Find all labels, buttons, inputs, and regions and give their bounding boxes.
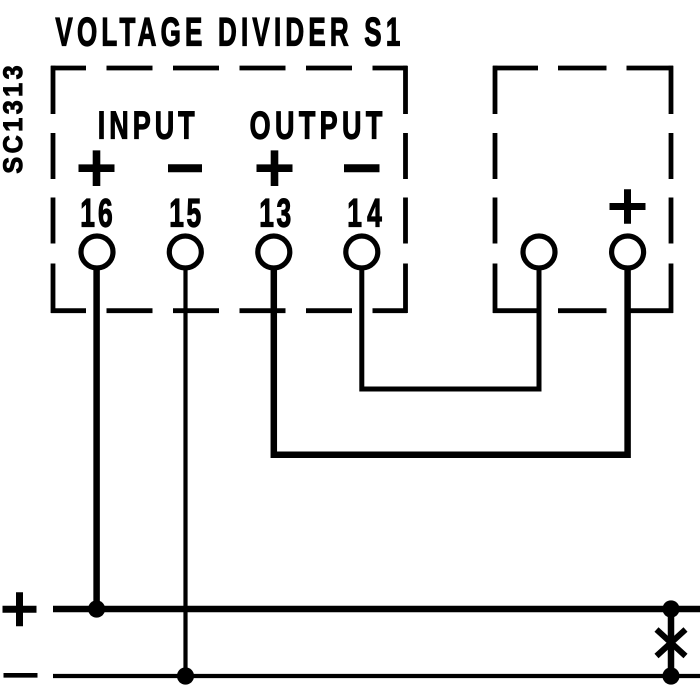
svg-text:SC1313: SC1313	[0, 62, 28, 174]
svg-text:13: 13	[259, 191, 294, 236]
svg-text:14: 14	[347, 191, 387, 236]
svg-text:OUTPUT: OUTPUT	[250, 105, 387, 148]
svg-text:INPUT: INPUT	[98, 105, 199, 148]
svg-text:15: 15	[169, 191, 204, 236]
svg-text:16: 16	[80, 191, 116, 236]
svg-text:VOLTAGE DIVIDER S1: VOLTAGE DIVIDER S1	[55, 10, 404, 55]
